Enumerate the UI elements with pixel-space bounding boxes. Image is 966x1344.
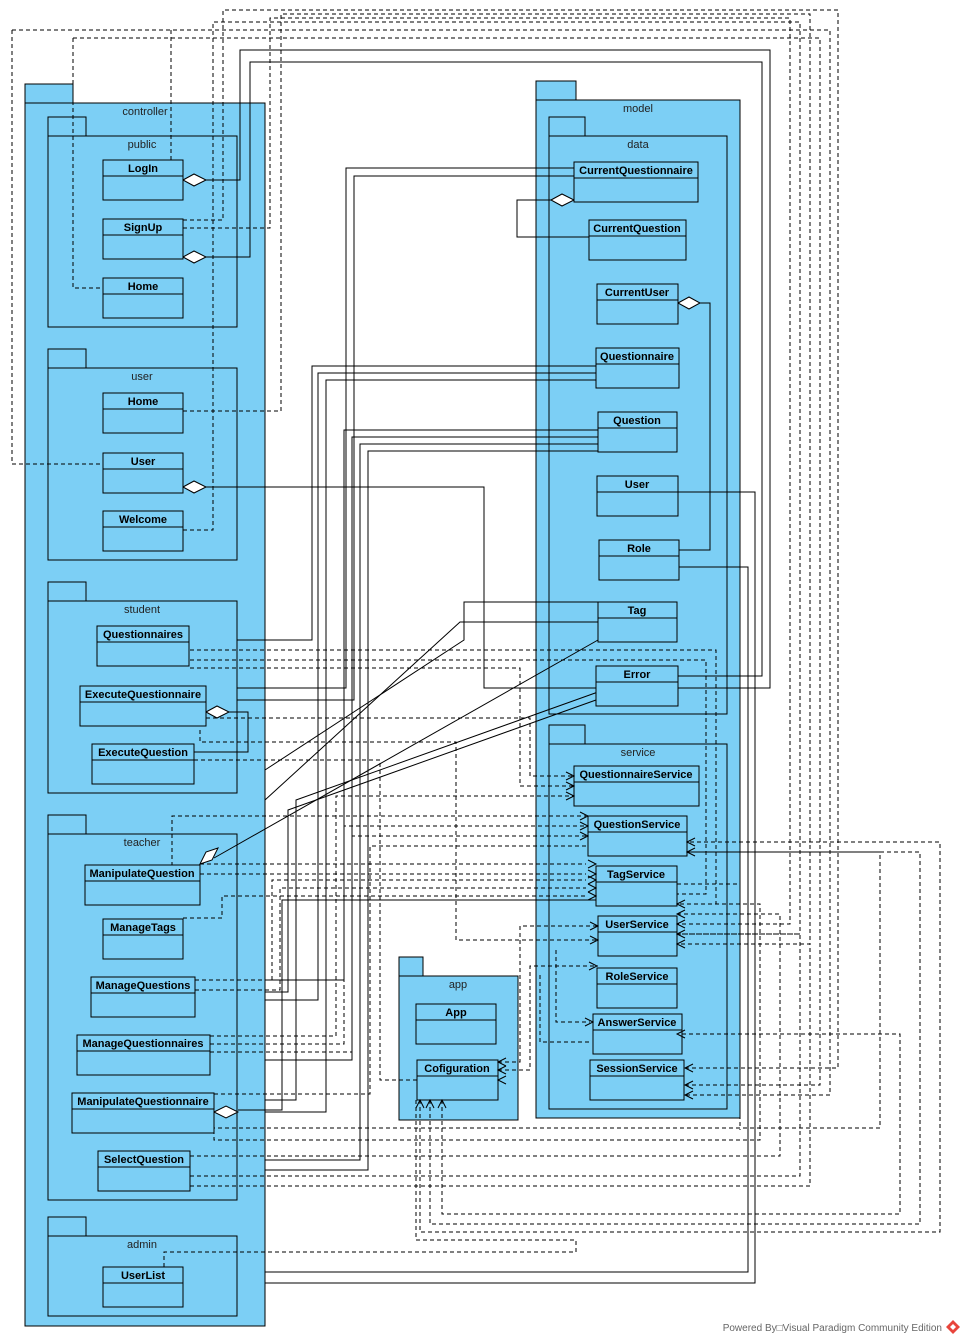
footer: Powered By□Visual Paradigm Community Edi… [723,1320,960,1334]
class-welcome-label: Welcome [119,514,167,526]
class-user-service[interactable]: UserService [597,915,678,957]
class-current-questionnaire-label: CurrentQuestionnaire [579,165,693,177]
class-execute-questionnaire-label: ExecuteQuestionnaire [85,689,201,701]
class-user-model[interactable]: User [596,475,679,517]
package-admin-label: admin [127,1239,157,1251]
class-question-label: Question [613,415,661,427]
class-question[interactable]: Question [597,411,678,453]
class-manipulate-questionnaire-label: ManipulateQuestionnaire [77,1096,208,1108]
diamond-manipulate-question [199,847,219,865]
class-current-question[interactable]: CurrentQuestion [588,219,687,261]
class-current-questionnaire[interactable]: CurrentQuestionnaire [573,161,699,203]
class-tag[interactable]: Tag [597,601,678,643]
class-error[interactable]: Error [595,665,679,707]
class-current-user-label: CurrentUser [605,287,670,299]
class-signup-label: SignUp [124,222,163,234]
class-questionnaire-label: Questionnaire [600,351,674,363]
class-select-question-label: SelectQuestion [104,1154,184,1166]
package-app-label: app [449,979,467,991]
dependency-lines [11,9,941,1268]
class-manage-questionnaires-label: ManageQuestionnaires [82,1038,203,1050]
footer-text: Powered By□Visual Paradigm Community Edi… [723,1323,942,1334]
class-manipulate-question-label: ManipulateQuestion [89,868,194,880]
class-manage-questions[interactable]: ManageQuestions [90,976,196,1018]
class-answer-service-label: AnswerService [598,1017,677,1029]
class-manipulate-questionnaire[interactable]: ManipulateQuestionnaire [71,1092,215,1134]
class-configuration-label: Cofiguration [424,1063,490,1075]
diamond-manipulate-questionnaire [212,1105,240,1119]
class-manage-tags[interactable]: ManageTags [102,918,184,960]
class-login[interactable]: LogIn [102,159,184,201]
class-manage-tags-label: ManageTags [110,922,176,934]
class-role[interactable]: Role [598,539,680,581]
class-app-label: App [445,1007,467,1019]
diamond-current-user [676,296,702,310]
diamond-signup [181,250,208,264]
class-role-label: Role [627,543,651,555]
class-user-list-label: UserList [121,1270,165,1282]
class-question-service[interactable]: QuestionService [587,815,688,857]
diamond-user-ctrl [181,480,208,494]
package-model-label: model [623,103,653,115]
class-user-ctrl-label: User [131,456,156,468]
class-tag-service[interactable]: TagService [595,865,678,907]
diamond-login [181,173,208,187]
class-user-model-label: User [625,479,650,491]
class-tag-label: Tag [628,605,647,617]
class-questionnaires-label: Questionnaires [103,629,183,641]
class-manage-questionnaires[interactable]: ManageQuestionnaires [76,1034,211,1076]
package-student-label: student [124,604,160,616]
class-configuration[interactable]: Cofiguration [416,1059,499,1101]
package-service-label: service [621,747,656,759]
package-controller-label: controller [122,106,168,118]
class-select-question[interactable]: SelectQuestion [97,1150,191,1192]
class-questionnaires[interactable]: Questionnaires [96,625,190,667]
package-public-label: public [128,139,157,151]
aggregation-diamonds [181,173,702,1119]
class-user-ctrl[interactable]: User [102,452,184,494]
class-user-service-label: UserService [605,919,669,931]
association-lines [194,49,771,1284]
class-manipulate-question[interactable]: ManipulateQuestion [84,864,201,906]
class-login-label: LogIn [128,163,158,175]
class-role-service-label: RoleService [606,971,669,983]
class-answer-service[interactable]: AnswerService [592,1013,683,1055]
class-home-user-label: Home [128,396,159,408]
class-questionnaire[interactable]: Questionnaire [595,347,680,389]
package-data-label: data [627,139,649,151]
class-welcome[interactable]: Welcome [102,510,184,552]
class-current-question-label: CurrentQuestion [593,223,681,235]
class-session-service[interactable]: SessionService [589,1059,685,1101]
class-tag-service-label: TagService [607,869,665,881]
class-questionnaire-service[interactable]: QuestionnaireService [573,765,700,807]
class-execute-question-label: ExecuteQuestion [98,747,188,759]
package-teacher-label: teacher [124,837,161,849]
class-session-service-label: SessionService [596,1063,677,1075]
class-app[interactable]: App [415,1003,497,1045]
package-user-label: user [131,371,153,383]
diamond-execute-questionnaire [204,705,231,719]
class-questionnaire-service-label: QuestionnaireService [579,769,692,781]
class-home-public-label: Home [128,281,159,293]
class-home-user[interactable]: Home [102,392,184,434]
class-home-public[interactable]: Home [102,277,184,319]
class-user-list[interactable]: UserList [102,1266,184,1308]
class-execute-question[interactable]: ExecuteQuestion [91,743,195,785]
class-signup[interactable]: SignUp [102,218,184,260]
class-manage-questions-label: ManageQuestions [96,980,191,992]
class-current-user[interactable]: CurrentUser [596,283,679,325]
dependency-arrowheads [415,771,696,1109]
class-role-service[interactable]: RoleService [596,967,678,1009]
class-execute-questionnaire[interactable]: ExecuteQuestionnaire [79,685,207,727]
class-question-service-label: QuestionService [594,819,681,831]
class-error-label: Error [624,669,652,681]
